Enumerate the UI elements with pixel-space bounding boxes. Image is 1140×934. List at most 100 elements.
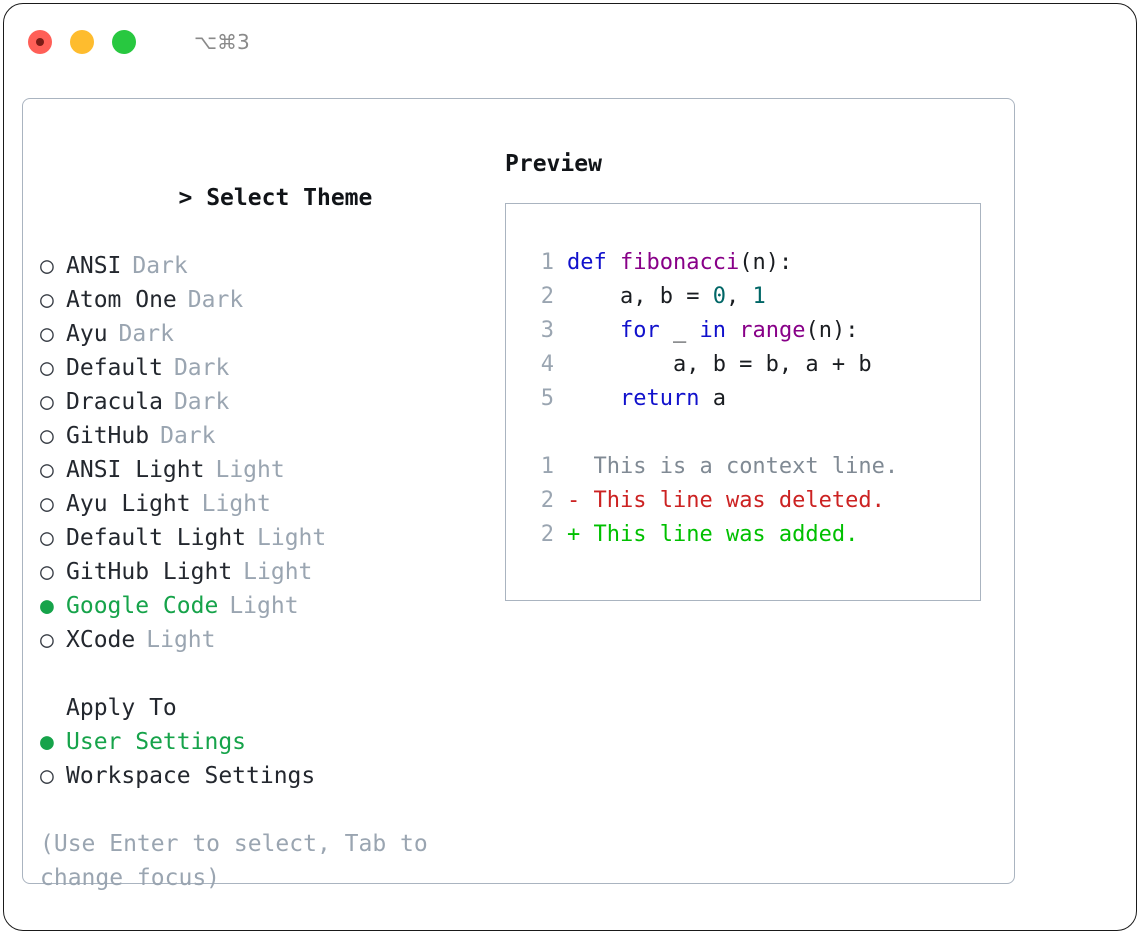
- theme-option-github-dark[interactable]: ○ GitHub Dark: [40, 419, 470, 453]
- theme-option-dracula-dark[interactable]: ○ Dracula Dark: [40, 385, 470, 419]
- diff-text: This line was added.: [580, 522, 859, 547]
- line-number: 1: [540, 250, 554, 275]
- theme-option-github-light[interactable]: ○ GitHub Light Light: [40, 555, 470, 589]
- code-token: fibonacci: [619, 250, 740, 275]
- line-number: 4: [540, 352, 554, 377]
- apply-to-option-workspace-settings[interactable]: ○ Workspace Settings: [40, 759, 470, 793]
- code-line: 5 return a: [524, 382, 980, 416]
- apply-to-header: Apply To: [66, 695, 177, 721]
- apply-to-option-label: User Settings: [66, 729, 247, 755]
- line-number: 2: [540, 522, 554, 547]
- apply-to-option-user-settings[interactable]: ● User Settings: [40, 725, 470, 759]
- line-number: 2: [540, 488, 554, 513]
- code-token: def: [567, 250, 620, 275]
- theme-option-label: Dracula: [66, 389, 163, 415]
- theme-option-label: Google Code: [66, 593, 219, 619]
- code-token: a, b = b, a + b: [567, 352, 872, 377]
- theme-variant-label: Light: [243, 559, 313, 585]
- apply-to-option-label: Workspace Settings: [66, 763, 316, 789]
- minimize-button[interactable]: [70, 30, 94, 54]
- code-token: _: [659, 318, 700, 343]
- theme-variant-label: Light: [229, 593, 299, 619]
- radio-off-icon[interactable]: ○: [40, 457, 54, 483]
- code-token: (n):: [739, 250, 793, 275]
- theme-option-ansi-light[interactable]: ○ ANSI Light Light: [40, 453, 470, 487]
- radio-on-icon[interactable]: ●: [40, 729, 54, 755]
- line-number: 1: [540, 454, 554, 479]
- theme-variant-label: Dark: [173, 389, 230, 415]
- theme-option-atom-one-dark[interactable]: ○ Atom One Dark: [40, 283, 470, 317]
- zoom-button[interactable]: [112, 30, 136, 54]
- radio-on-icon[interactable]: ●: [40, 593, 54, 619]
- theme-option-xcode-light[interactable]: ○ XCode Light: [40, 623, 470, 657]
- radio-off-icon[interactable]: ○: [40, 253, 54, 279]
- theme-option-label: Default: [66, 355, 163, 381]
- theme-variant-label: Dark: [173, 355, 230, 381]
- close-button[interactable]: [28, 30, 52, 54]
- theme-option-label: Default Light: [66, 525, 247, 551]
- code-token: return: [619, 386, 700, 411]
- radio-off-icon[interactable]: ○: [40, 389, 54, 415]
- diff-marker: [567, 450, 580, 484]
- prompt-caret-icon: >: [178, 185, 193, 211]
- theme-variant-label: Light: [257, 525, 327, 551]
- theme-variant-label: Dark: [118, 321, 174, 347]
- keyboard-hint-text: (Use Enter to select, Tab to change focu…: [40, 831, 428, 891]
- theme-variant-label: Dark: [187, 287, 244, 313]
- theme-option-label: GitHub: [66, 423, 150, 449]
- theme-option-label: XCode: [66, 627, 136, 653]
- code-line: 2 a, b = 0, 1: [524, 280, 980, 314]
- theme-option-label: ANSI Light: [66, 457, 205, 483]
- preview-box: 1 def fibonacci(n): 2 a, b = 0, 1 3 for …: [505, 203, 981, 601]
- theme-option-label: Ayu: [66, 321, 108, 347]
- code-token: a, b =: [567, 284, 713, 309]
- theme-option-list: ○ ANSI Dark ○ Atom One Dark ○ Ayu Dark: [40, 249, 470, 657]
- theme-variant-label: Light: [201, 491, 271, 517]
- select-theme-header: > Select Theme: [40, 147, 470, 249]
- diff-marker: -: [567, 488, 581, 513]
- theme-option-label: GitHub Light: [66, 559, 233, 585]
- radio-off-icon[interactable]: ○: [40, 763, 54, 789]
- theme-variant-label: Dark: [160, 423, 216, 449]
- theme-option-label: Atom One: [66, 287, 177, 313]
- theme-option-default-light[interactable]: ○ Default Light Light: [40, 521, 470, 555]
- code-token: in: [699, 318, 726, 343]
- spacer: [40, 657, 470, 691]
- radio-off-icon[interactable]: ○: [40, 559, 54, 585]
- radio-off-icon[interactable]: ○: [40, 525, 54, 551]
- theme-option-ansi-dark[interactable]: ○ ANSI Dark: [40, 249, 470, 283]
- radio-off-icon[interactable]: ○: [40, 423, 54, 449]
- code-token: ,: [725, 284, 753, 309]
- theme-option-ayu-light[interactable]: ○ Ayu Light Light: [40, 487, 470, 521]
- code-token: [567, 314, 620, 348]
- code-token: [726, 314, 739, 348]
- code-token: (n):: [805, 318, 859, 343]
- code-token: for: [619, 318, 660, 343]
- diff-text: This line was deleted.: [580, 488, 885, 513]
- radio-off-icon[interactable]: ○: [40, 287, 54, 313]
- line-number: 3: [540, 318, 554, 343]
- code-token: 1: [752, 284, 766, 309]
- theme-list-column: > Select Theme ○ ANSI Dark ○ Atom One Da…: [40, 147, 470, 895]
- radio-off-icon[interactable]: ○: [40, 321, 54, 347]
- diff-text: This is a context line.: [580, 454, 899, 479]
- code-token: range: [739, 318, 806, 343]
- theme-variant-label: Light: [146, 627, 216, 653]
- radio-off-icon[interactable]: ○: [40, 627, 54, 653]
- theme-option-google-code-light[interactable]: ● Google Code Light: [40, 589, 470, 623]
- line-number: 5: [540, 386, 554, 411]
- theme-option-default-dark[interactable]: ○ Default Dark: [40, 351, 470, 385]
- code-line: 3 for _ in range(n):: [524, 314, 980, 348]
- terminal-window: ⌥⌘3 > Select Theme ○ ANSI Dark ○ Atom On…: [3, 3, 1137, 931]
- preview-column: Preview 1 def fibonacci(n): 2 a, b = 0, …: [505, 147, 985, 601]
- diff-line-deleted: 2 - This line was deleted.: [524, 484, 980, 518]
- theme-variant-label: Dark: [132, 253, 188, 279]
- code-line: 4 a, b = b, a + b: [524, 348, 980, 382]
- radio-off-icon[interactable]: ○: [40, 355, 54, 381]
- code-token: [567, 382, 620, 416]
- code-line: 1 def fibonacci(n):: [524, 246, 980, 280]
- theme-option-ayu-dark[interactable]: ○ Ayu Dark: [40, 317, 470, 351]
- radio-off-icon[interactable]: ○: [40, 491, 54, 517]
- diff-line-added: 2 + This line was added.: [524, 518, 980, 552]
- apply-to-option-list: ● User Settings ○ Workspace Settings: [40, 725, 470, 793]
